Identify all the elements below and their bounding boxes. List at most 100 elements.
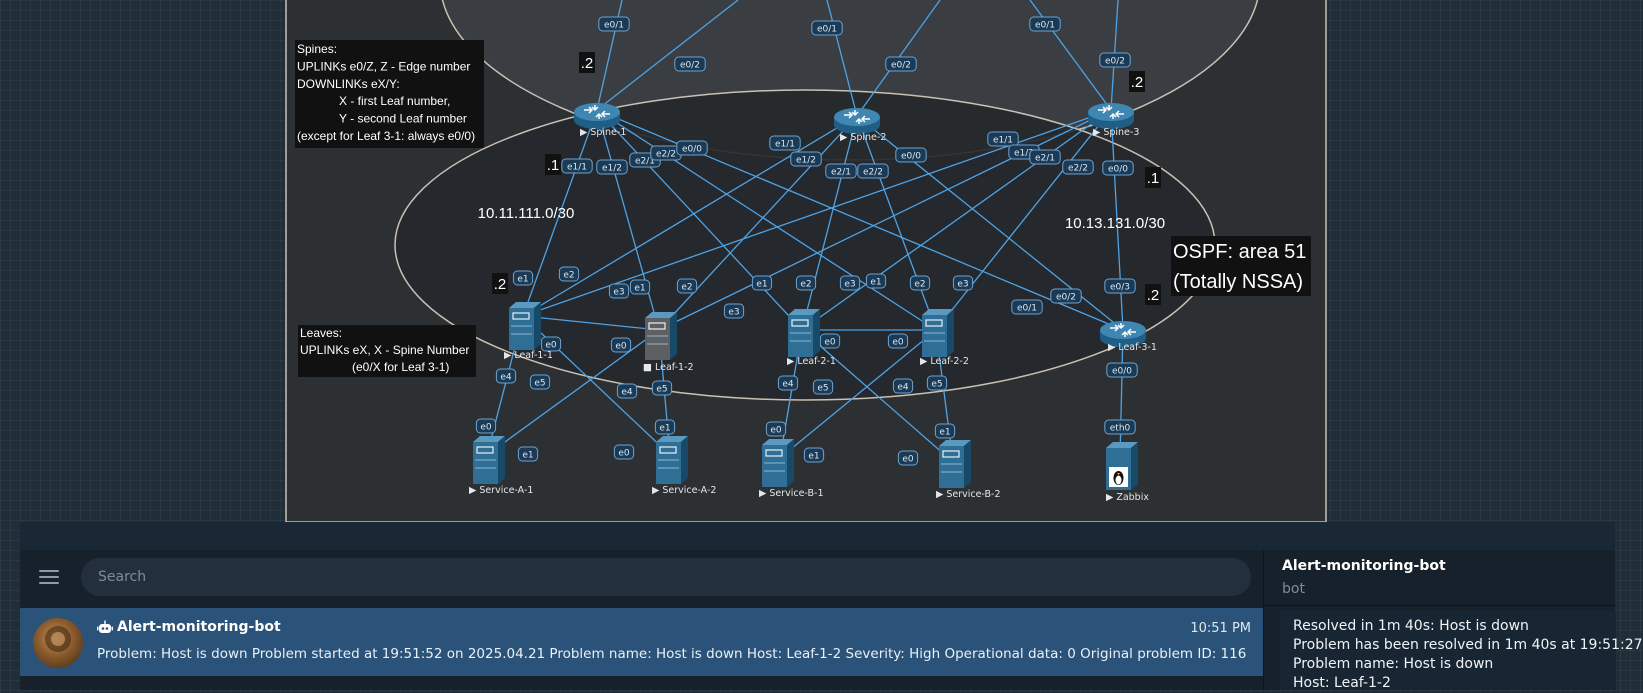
interface-label: e1 xyxy=(512,270,534,286)
interface-label: e1/1 xyxy=(987,131,1019,147)
address-label: .1 xyxy=(545,154,561,175)
interface-label: e0/2 xyxy=(885,56,917,72)
bot-icon xyxy=(97,620,113,633)
interface-label: e4 xyxy=(777,375,799,391)
svg-text:e0: e0 xyxy=(480,422,492,432)
interface-label: e0/3 xyxy=(1104,278,1136,294)
message-bubble: Resolved in 1m 40s: Host is down Problem… xyxy=(1280,611,1643,691)
device-label: ▶ Leaf-2-1 xyxy=(787,356,836,367)
link-leaf31-zabbix xyxy=(1119,329,1124,459)
svg-text:e1: e1 xyxy=(870,277,881,287)
device-label: ■ Leaf-1-2 xyxy=(643,362,694,373)
svg-text:e5: e5 xyxy=(656,384,667,394)
svg-text:e0: e0 xyxy=(618,448,630,458)
device-spine3[interactable]: ▶ Spine-3 xyxy=(1088,103,1139,138)
svg-text:e0/1: e0/1 xyxy=(1017,303,1037,313)
interface-label: e2 xyxy=(795,275,817,291)
svg-text:e0/0: e0/0 xyxy=(901,151,921,161)
message-line: Problem name: Host is down xyxy=(1293,656,1494,672)
svg-text:Spines:: Spines: xyxy=(297,42,337,56)
dialog-preview: Problem: Host is down Problem started at… xyxy=(97,646,1247,662)
svg-text:e1/1: e1/1 xyxy=(775,139,795,149)
svg-text:e0/0: e0/0 xyxy=(1108,164,1128,174)
dialog-name: Alert-monitoring-bot xyxy=(117,619,281,635)
interface-label: e2/2 xyxy=(857,163,889,179)
svg-text:e2/1: e2/1 xyxy=(1035,153,1055,163)
svg-text:e0/2: e0/2 xyxy=(891,60,911,70)
interface-label: e0 xyxy=(540,336,562,352)
svg-text:e0: e0 xyxy=(770,425,782,435)
svg-text:eth0: eth0 xyxy=(1110,423,1131,433)
interface-label: e0/0 xyxy=(1106,362,1138,378)
device-svcb2[interactable]: ▶ Service-B-2 xyxy=(936,440,1001,500)
devices-layer: ▶ Spine-1 ▶ Spine-2 ▶ Spine-3 ▶ Leaf-1-1 ■ L… xyxy=(469,103,1157,503)
interface-label: e2/1 xyxy=(1029,149,1061,165)
svg-text:e2/2: e2/2 xyxy=(863,167,883,177)
device-leaf31[interactable]: ▶ Leaf-3-1 xyxy=(1100,321,1157,353)
dialog-item-alert-bot[interactable]: Alert-monitoring-bot 10:51 PM Problem: H… xyxy=(20,608,1263,676)
interface-label: e1 xyxy=(517,446,539,462)
svg-text:e2/1: e2/1 xyxy=(635,156,655,166)
svg-text:e2: e2 xyxy=(914,279,925,289)
interface-label: e2 xyxy=(558,266,580,282)
link-leaf11-leaf12 xyxy=(522,315,660,331)
link-spine3-leaf21 xyxy=(801,109,1112,331)
link-spine1-top2 xyxy=(596,0,739,111)
device-leaf11[interactable]: ▶ Leaf-1-1 xyxy=(504,302,553,361)
svg-text:e5: e5 xyxy=(931,379,942,389)
svg-text:.2: .2 xyxy=(1131,74,1144,91)
svg-text:.1: .1 xyxy=(547,157,560,174)
svg-text:e0: e0 xyxy=(824,337,836,347)
interface-label: e1 xyxy=(934,423,956,439)
device-leaf21[interactable]: ▶ Leaf-2-1 xyxy=(787,309,836,367)
side-panel-header[interactable]: Alert-monitoring-bot bot xyxy=(1264,550,1616,606)
address-label: .1 xyxy=(1145,167,1161,188)
device-svca1[interactable]: ▶ Service-A-1 xyxy=(469,436,533,496)
address-label: .2 xyxy=(1129,71,1145,92)
svg-text:X - first Leaf number,: X - first Leaf number, xyxy=(339,94,450,108)
svg-text:e3: e3 xyxy=(728,307,739,317)
svg-text:UPLINKs e0/Z, Z - Edge number: UPLINKs e0/Z, Z - Edge number xyxy=(297,59,470,73)
device-label: ▶ Service-A-2 xyxy=(652,485,716,496)
interface-label: e4 xyxy=(892,378,914,394)
link-spine2-leaf22 xyxy=(856,115,937,331)
svg-text:e2/2: e2/2 xyxy=(1068,163,1088,173)
chat-side-panel: Alert-monitoring-bot bot Resolved in 1m … xyxy=(1263,550,1643,691)
interface-label: e1 xyxy=(865,273,887,289)
chat-header-strip xyxy=(20,522,1615,550)
interface-label: e3 xyxy=(723,303,745,319)
svg-text:e0/1: e0/1 xyxy=(604,20,624,30)
dialog-time: 10:51 PM xyxy=(1190,621,1251,636)
device-leaf12[interactable]: ■ Leaf-1-2 xyxy=(643,312,694,373)
svg-text:e1/1: e1/1 xyxy=(567,162,587,172)
device-zabbix[interactable]: ▶ Zabbix xyxy=(1106,442,1149,503)
interface-label: e1 xyxy=(629,279,651,295)
svg-text:e3: e3 xyxy=(844,279,855,289)
svg-text:e0: e0 xyxy=(545,340,557,350)
svg-text:e5: e5 xyxy=(817,383,828,393)
device-spine2[interactable]: ▶ Spine-2 xyxy=(834,108,886,143)
leaves-note: Leaves:UPLINKs eX, X - Spine Number(e0/X… xyxy=(298,325,476,377)
device-leaf22[interactable]: ▶ Leaf-2-2 xyxy=(920,309,969,367)
device-label: ▶ Spine-2 xyxy=(840,132,886,143)
device-svca2[interactable]: ▶ Service-A-2 xyxy=(652,436,716,496)
interface-label: e5 xyxy=(926,375,948,391)
device-spine1[interactable]: ▶ Spine-1 xyxy=(574,103,626,138)
interface-label: e1 xyxy=(803,447,825,463)
interface-label: e1/2 xyxy=(790,151,822,167)
link-spine3-leaf22 xyxy=(935,109,1112,331)
svg-text:e0/2: e0/2 xyxy=(1105,56,1125,66)
network-label: 10.11.111.0/30 xyxy=(478,205,575,222)
topology-canvas: e1/1 e1 e1/2 e1 e2/1 e1 e2/2 e1 e0/0 e0/1 e1/1 e2 e1… xyxy=(285,0,1327,523)
interface-label: e1 xyxy=(751,275,773,291)
svg-text:e4: e4 xyxy=(897,382,909,392)
interface-label: e2 xyxy=(909,275,931,291)
interface-label: e0 xyxy=(765,421,787,437)
search-input[interactable] xyxy=(81,558,1251,596)
link-spine2-leaf21 xyxy=(801,115,858,331)
hamburger-menu-button[interactable] xyxy=(20,550,78,604)
link-spine2-leaf11 xyxy=(522,115,858,317)
interface-label: e3 xyxy=(839,275,861,291)
interface-label: e4 xyxy=(616,383,638,399)
device-svcb1[interactable]: ▶ Service-B-1 xyxy=(759,439,824,499)
